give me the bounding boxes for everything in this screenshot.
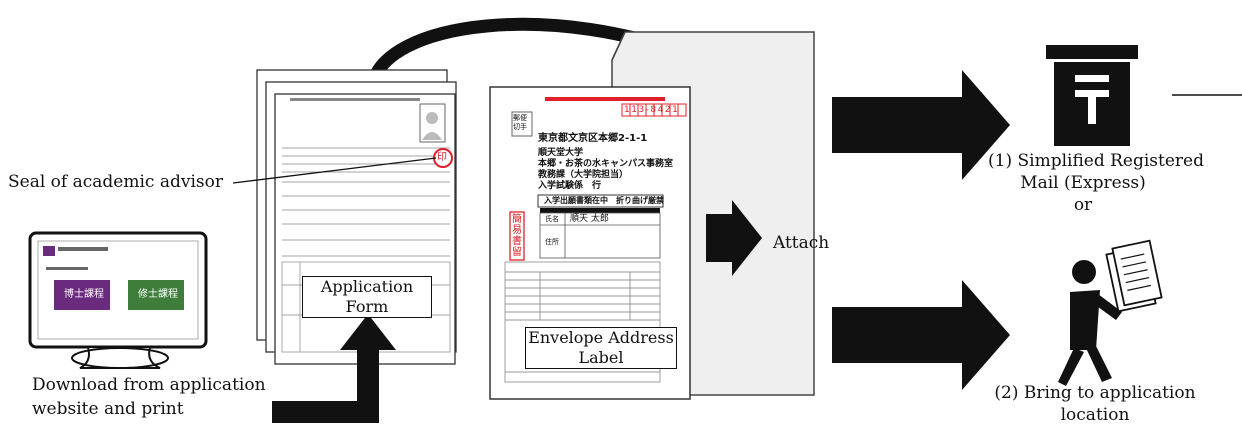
download-arrow-head xyxy=(340,314,396,350)
label-recipient-2: 本郷・お茶の水キャンパス事務室 xyxy=(538,159,674,169)
postal-code-boxes xyxy=(621,103,687,117)
seal-mark-text: 印 xyxy=(437,152,447,163)
application-form-line2: Form xyxy=(345,297,389,316)
download-arrow xyxy=(272,348,379,423)
label-recipient-4: 入学試験係 行 xyxy=(538,181,602,191)
monitor-box-master: 修士課程 xyxy=(138,289,178,300)
label-name-value: 順天 太郎 xyxy=(570,214,609,224)
label-address-field: 住所 xyxy=(545,238,559,246)
download-label-line1: Download from application xyxy=(32,375,266,395)
mail-arrow xyxy=(832,70,1010,180)
monitor-icon xyxy=(28,231,208,369)
download-label-line2: website and print xyxy=(32,399,184,419)
label-name-field: 氏名 xyxy=(545,215,559,223)
application-form-box: Application Form xyxy=(302,276,432,318)
label-banner: 入学出願書類在中 折り曲げ厳禁 xyxy=(544,196,664,205)
option1-or: or xyxy=(1073,195,1093,215)
seal-label: Seal of academic advisor xyxy=(8,172,223,192)
option2-line2: location xyxy=(1060,405,1130,425)
option1-line1: (1) Simplified Registered xyxy=(988,151,1204,171)
envelope-label-line2: Label xyxy=(578,348,624,367)
walking-person-icon xyxy=(1058,239,1163,386)
envelope-label-line1: Envelope Address xyxy=(528,328,674,347)
label-recipient-3: 教務課（大学院担当） xyxy=(538,170,629,180)
option2-line1: (2) Bring to application xyxy=(994,383,1196,403)
stamp-box-text: 郵便切手 xyxy=(513,114,527,131)
monitor-box-doctoral: 博士課程 xyxy=(64,289,104,300)
post-office-icon xyxy=(1046,45,1138,146)
envelope-address-label-box: Envelope Address Label xyxy=(525,327,677,369)
option1-label: (1) Simplified Registered Mail (Express)… xyxy=(988,150,1242,216)
seal-pointer-line xyxy=(232,157,437,184)
application-form-stack xyxy=(256,69,457,365)
attach-label: Attach xyxy=(773,233,830,253)
attach-arrow xyxy=(706,200,762,276)
label-address: 東京都文京区本郷2-1-1 xyxy=(538,133,648,144)
bring-arrow xyxy=(832,280,1010,390)
application-form-line1: Application xyxy=(320,277,414,296)
option1-line2: Mail (Express) xyxy=(1020,173,1146,193)
option2-label: (2) Bring to application location xyxy=(980,382,1210,426)
checklist-lines xyxy=(504,261,661,383)
simplified-registered-stamp: 簡易書留 xyxy=(512,214,522,258)
postal-code: 113-8421 xyxy=(624,105,680,115)
label-recipient-1: 順天堂大学 xyxy=(538,148,584,158)
